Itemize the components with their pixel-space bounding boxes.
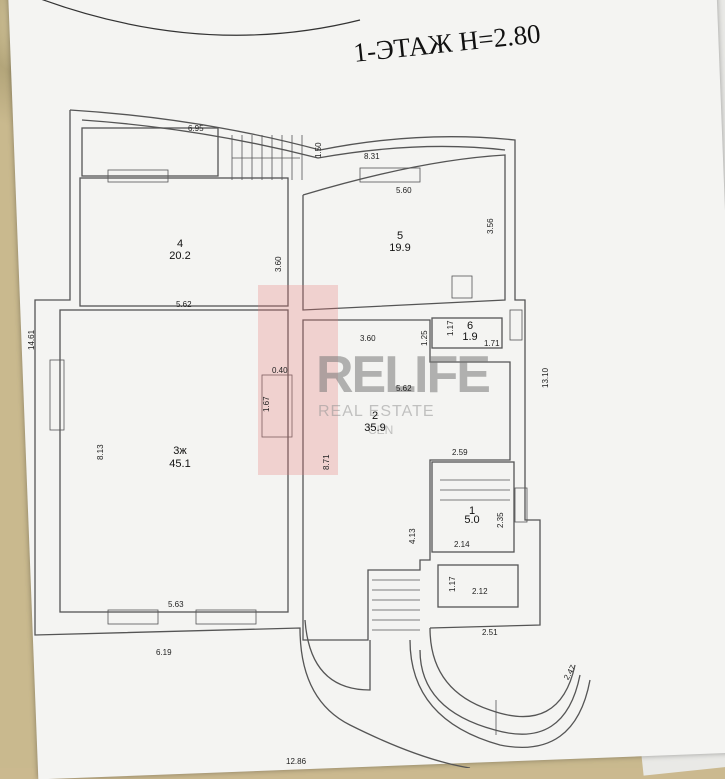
room-2-walls bbox=[302, 319, 511, 641]
room-3-walls bbox=[59, 309, 289, 613]
room-5-number: 5 bbox=[396, 230, 404, 242]
watermark: RELIFE REAL ESTATE CEN bbox=[258, 285, 491, 475]
dim-label: 3.60 bbox=[274, 256, 283, 272]
room-2-area: 35.9 bbox=[364, 422, 386, 434]
outer-wall-inner-top bbox=[81, 119, 506, 159]
dim-label: 1.67 bbox=[262, 396, 271, 412]
dim-label: 5.63 bbox=[168, 600, 184, 609]
room-6-area: 1.9 bbox=[462, 331, 478, 343]
dim-label: 8.13 bbox=[96, 444, 105, 460]
dim-label: 4.13 bbox=[408, 528, 417, 544]
room-6-number: 6 bbox=[466, 320, 474, 332]
room-1-number: 1 bbox=[468, 505, 476, 517]
room-3-area: 45.1 bbox=[169, 458, 191, 470]
dim-label: 1.17 bbox=[446, 320, 455, 336]
watermark-box bbox=[258, 285, 338, 475]
room-4-walls bbox=[79, 177, 289, 307]
dim-label: 12.86 bbox=[286, 757, 307, 766]
room-4-area: 20.2 bbox=[169, 250, 191, 262]
watermark-line1: REAL ESTATE bbox=[318, 403, 435, 420]
room-5-area: 19.9 bbox=[389, 242, 411, 254]
watermark-line2: CEN bbox=[368, 423, 394, 437]
dim-label: 5.60 bbox=[396, 186, 412, 195]
outer-wall bbox=[34, 110, 471, 768]
dim-label: 6.19 bbox=[156, 648, 172, 657]
dim-label: 2.51 bbox=[482, 628, 498, 637]
round-tower-inner bbox=[409, 639, 591, 749]
room-4-number: 4 bbox=[176, 238, 184, 250]
watermark-brand: RELIFE bbox=[316, 346, 491, 404]
dim-label: 2.59 bbox=[452, 448, 468, 457]
round-tower bbox=[429, 627, 576, 718]
room-6-walls bbox=[431, 317, 503, 349]
room-3-number: 3ж bbox=[173, 445, 187, 457]
dim-label: 14.61 bbox=[27, 329, 36, 350]
dim-label: 1.71 bbox=[484, 339, 500, 348]
dim-label: 8.71 bbox=[322, 454, 331, 470]
outer-wall-top bbox=[69, 109, 541, 629]
dim-label: 5.62 bbox=[176, 300, 192, 309]
room-1-area: 5.0 bbox=[464, 514, 480, 526]
dim-label: 0.40 bbox=[272, 366, 288, 375]
dim-label: 8.31 bbox=[364, 152, 380, 161]
dim-label: 13.10 bbox=[541, 367, 550, 388]
dim-label: 5.62 bbox=[396, 384, 412, 393]
room-top-strip bbox=[81, 127, 219, 177]
dim-label: 3.56 bbox=[486, 218, 495, 234]
dim-label: 2.35 bbox=[496, 512, 505, 528]
dim-label: 3.60 bbox=[360, 334, 376, 343]
dim-label: 2.14 bbox=[454, 540, 470, 549]
dim-label: 6.95 bbox=[188, 124, 204, 133]
dim-label: 2.12 bbox=[472, 587, 488, 596]
small-room-walls bbox=[437, 564, 519, 608]
room-1-walls bbox=[431, 461, 515, 553]
sheet-top-curve bbox=[41, 0, 361, 36]
curved-stair bbox=[304, 619, 371, 691]
dim-label: 1.17 bbox=[448, 576, 457, 592]
room-2-number: 2 bbox=[371, 410, 379, 422]
dim-label: 1.50 bbox=[314, 142, 323, 158]
dim-label: 1.25 bbox=[420, 330, 429, 346]
room-5-walls bbox=[302, 154, 506, 311]
